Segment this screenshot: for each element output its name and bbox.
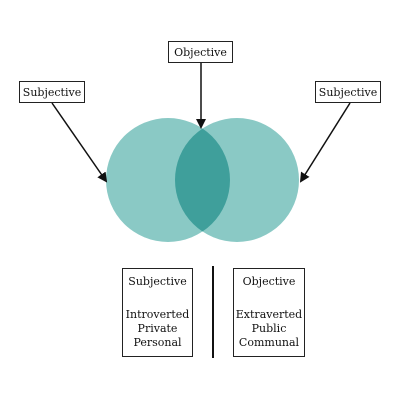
subjective-info-box: Subjective Introverted Private Personal xyxy=(122,268,193,357)
objective-info-lines: Extraverted Public Communal xyxy=(234,308,304,350)
overlap-region xyxy=(175,118,230,242)
subjective-trait-2: Private xyxy=(137,322,178,335)
right-arrow xyxy=(299,102,351,183)
objective-trait-2: Public xyxy=(251,322,287,335)
subjective-trait-1: Introverted xyxy=(125,308,190,321)
subjective-trait-3: Personal xyxy=(133,336,182,349)
vertical-divider xyxy=(212,266,214,358)
subjective-info-lines: Introverted Private Personal xyxy=(123,308,192,350)
top-objective-label: Objective xyxy=(168,41,233,63)
objective-trait-3: Communal xyxy=(238,336,300,349)
objective-trait-1: Extraverted xyxy=(235,308,303,321)
right-subjective-label: Subjective xyxy=(315,81,381,103)
subjective-info-title: Subjective xyxy=(128,275,187,288)
objective-info-title: Objective xyxy=(242,275,296,288)
objective-info-box: Objective Extraverted Public Communal xyxy=(233,268,305,357)
left-arrow xyxy=(51,102,108,183)
left-subjective-label: Subjective xyxy=(19,81,85,103)
